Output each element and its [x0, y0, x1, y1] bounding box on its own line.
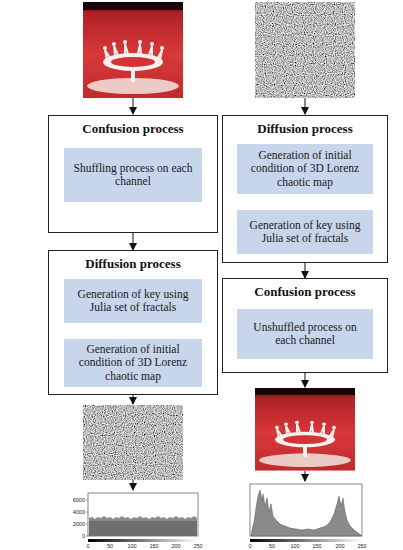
- axis-tick: 0: [248, 543, 251, 549]
- group-heading: Diffusion process: [223, 121, 387, 137]
- plain-image: [83, 2, 183, 98]
- axis-tick: 200: [171, 543, 180, 549]
- cipher-image: [255, 2, 355, 98]
- axis-tick: 50: [107, 543, 113, 549]
- process-group: Diffusion processGeneration of initial c…: [222, 115, 388, 263]
- axis-tick: 100: [127, 543, 136, 549]
- axis-tick: 2000: [73, 521, 85, 527]
- process-group: Confusion processUnshuffled process on e…: [222, 278, 388, 373]
- axis-tick: 250: [193, 543, 202, 549]
- group-heading: Diffusion process: [49, 256, 217, 272]
- axis-tick: 6000: [73, 497, 85, 503]
- axis-tick: 250: [357, 543, 366, 549]
- cipher-image: [83, 405, 183, 480]
- box-text: Generation of key using Julia set of fra…: [69, 288, 197, 315]
- axis-tick: 4000: [73, 509, 85, 515]
- process-box: Generation of initial condition of 3D Lo…: [237, 144, 373, 194]
- axis-tick: 0: [82, 533, 85, 539]
- process-box: Generation of key using Julia set of fra…: [237, 210, 373, 254]
- box-text: Shuffling process on each channel: [69, 162, 197, 189]
- box-text: Unshuffled process on each channel: [242, 321, 368, 348]
- flow-arrow: [133, 233, 134, 250]
- decrypted-image: [255, 388, 355, 471]
- axis-tick: 200: [335, 543, 344, 549]
- histogram: [86, 493, 198, 542]
- process-group: Confusion processShuffling process on ea…: [48, 115, 218, 233]
- process-group: Diffusion processGeneration of key using…: [48, 250, 218, 395]
- flow-arrow: [305, 263, 306, 278]
- axis-tick: 150: [149, 543, 158, 549]
- box-text: Generation of initial condition of 3D Lo…: [242, 149, 368, 190]
- axis-tick: 150: [312, 543, 321, 549]
- histogram: [250, 484, 362, 542]
- group-heading: Confusion process: [49, 121, 217, 137]
- box-text: Generation of key using Julia set of fra…: [242, 219, 368, 246]
- group-heading: Confusion process: [223, 284, 387, 300]
- box-text: Generation of initial condition of 3D Lo…: [69, 343, 197, 384]
- axis-tick: 50: [269, 543, 275, 549]
- process-box: Generation of initial condition of 3D Lo…: [64, 339, 202, 387]
- process-box: Shuffling process on each channel: [64, 148, 202, 202]
- axis-tick: 100: [290, 543, 299, 549]
- process-box: Unshuffled process on each channel: [237, 309, 373, 359]
- axis-tick: 0: [86, 543, 89, 549]
- process-box: Generation of key using Julia set of fra…: [64, 279, 202, 323]
